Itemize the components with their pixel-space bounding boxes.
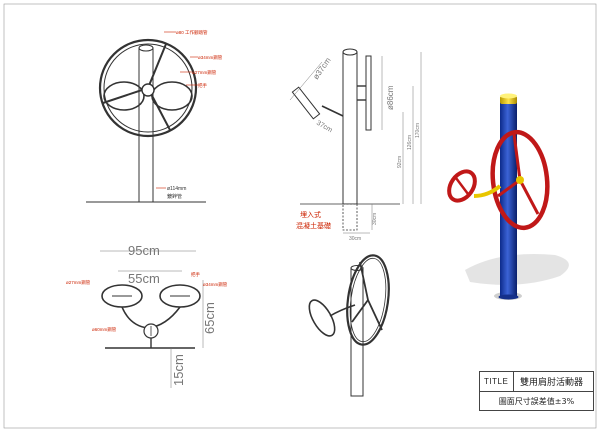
dim-30-depth: 30cm [372,213,378,225]
label-tube-top: ø80 工作腳踏管 [176,29,208,36]
rendered-view [447,93,569,300]
side-post-cap [342,48,358,56]
render-handle-spoke [455,177,469,195]
side-wheel-edge [365,55,372,131]
side-handle-arm [321,105,344,117]
front-spoke [147,43,167,89]
iso-wheel [346,254,390,346]
render-spoke [497,178,521,198]
label-27mm-top: ø27mm鋼管 [66,279,91,286]
top-view: 95cm 55cm 65cm 15cm ø27mm鋼管 ø34mm鋼管 把手 ø… [66,243,228,388]
title-key: TITLE [480,372,514,391]
dim-126: 126cm [407,135,413,150]
label-34mm: ø34mm鋼管 [198,54,223,61]
render-handle-wheel [447,169,477,203]
render-spoke [512,133,522,181]
render-wheel [490,129,550,231]
front-hub [141,83,155,97]
dim-92: 92cm [397,156,403,168]
side-foundation [342,203,358,231]
label-concrete-base: 混凝土基礎 [296,221,331,230]
render-arm [473,184,502,198]
front-right-handle [151,81,193,111]
label-embedded: 埋入式 [300,210,321,219]
front-wheel-inner [103,43,193,133]
iso-spoke [359,261,369,301]
title-block: TITLE 雙用肩肘活動器 圖面尺寸誤差值±3% [479,371,594,411]
iso-line-view [308,254,390,397]
iso-handle-arm [329,304,356,317]
iso-handle [308,299,336,337]
front-wheel-outer [98,38,198,138]
dim-37-diameter: ø37cm [311,56,333,81]
front-post-cap [138,44,154,52]
dim-55: 55cm [128,271,160,286]
dim-95: 95cm [128,243,160,258]
dim-37-offset: 37cm [315,120,333,135]
iso-wheel-inner [349,257,387,343]
render-base-plate [498,294,519,300]
dim-170: 170cm [415,123,421,138]
render-hub [516,176,524,184]
side-post [342,51,358,205]
front-post [138,47,154,203]
render-cap-top [500,93,517,99]
front-left-handle [103,81,145,111]
label-handle-top: 把手 [191,271,200,278]
title-value: 雙用肩肘活動器 [520,378,584,388]
label-post-material: 鍍鋅管 [167,193,182,200]
dim-line [289,61,323,101]
label-34mm-top: ø34mm鋼管 [203,281,228,288]
iso-spoke [351,299,369,323]
label-post: ø114mm [167,186,186,192]
front-spoke [102,87,149,104]
iso-spoke [367,299,383,331]
note-row: 圖面尺寸誤差值±3% [480,392,593,411]
tolerance-note: 圖面尺寸誤差值±3% [498,397,575,406]
render-spoke [518,179,540,215]
title-row: TITLE 雙用肩肘活動器 [480,372,593,392]
sheet-border [3,3,597,429]
dim-15: 15cm [171,354,186,386]
label-27mm: ø27mm鋼管 [192,69,217,76]
side-view: ø37cm 37cm ø86cm 92cm 126cm 170cm 30cm 3… [289,48,422,242]
side-handle-edge [291,86,321,120]
dim-86: ø86cm [386,85,395,110]
render-post [500,100,517,298]
label-handle: 把手 [198,82,207,89]
label-60mm: ø60mm鋼管 [92,326,117,333]
front-view: ø80 工作腳踏管 ø34mm鋼管 ø27mm鋼管 把手 ø114mm 鍍鋅管 [86,29,223,203]
dim-30-width: 30cm [349,236,361,242]
dim-65: 65cm [202,302,217,334]
